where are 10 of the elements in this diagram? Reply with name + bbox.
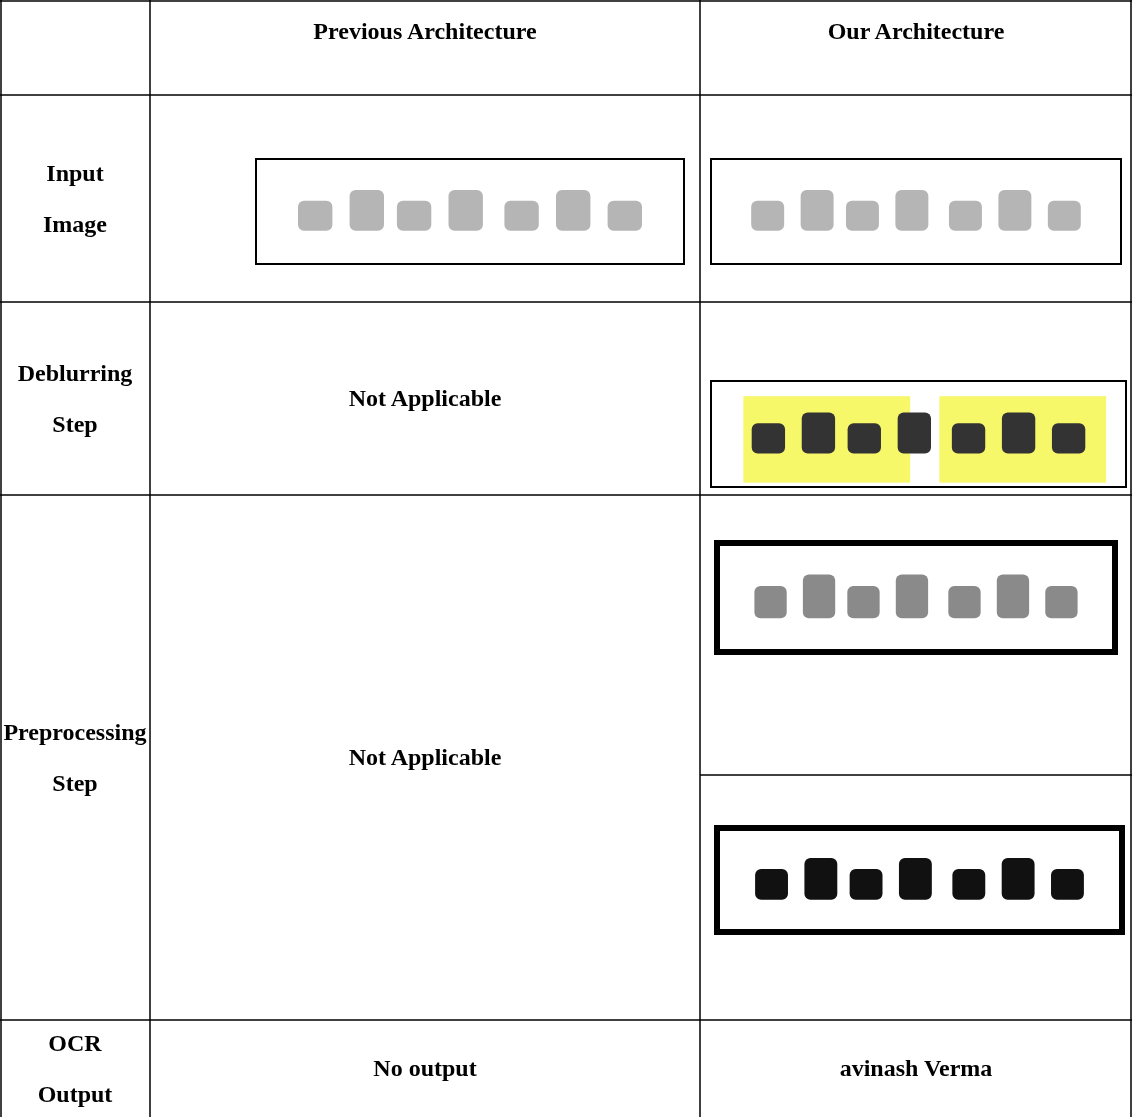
cell-text: avinash Verma — [839, 1054, 993, 1084]
cell-text: Not Applicable — [348, 384, 502, 414]
row-header: Input Image — [42, 159, 108, 239]
cell-text: No output — [373, 1054, 477, 1084]
row-header: Deblurring Step — [16, 359, 134, 439]
column-header: Our Architecture — [827, 17, 1005, 46]
cell-text: Not Applicable — [348, 743, 502, 773]
column-header: Previous Architecture — [313, 17, 537, 46]
row-header: OCR Output — [36, 1029, 114, 1109]
row-header: Preprocessing Step — [2, 718, 148, 798]
